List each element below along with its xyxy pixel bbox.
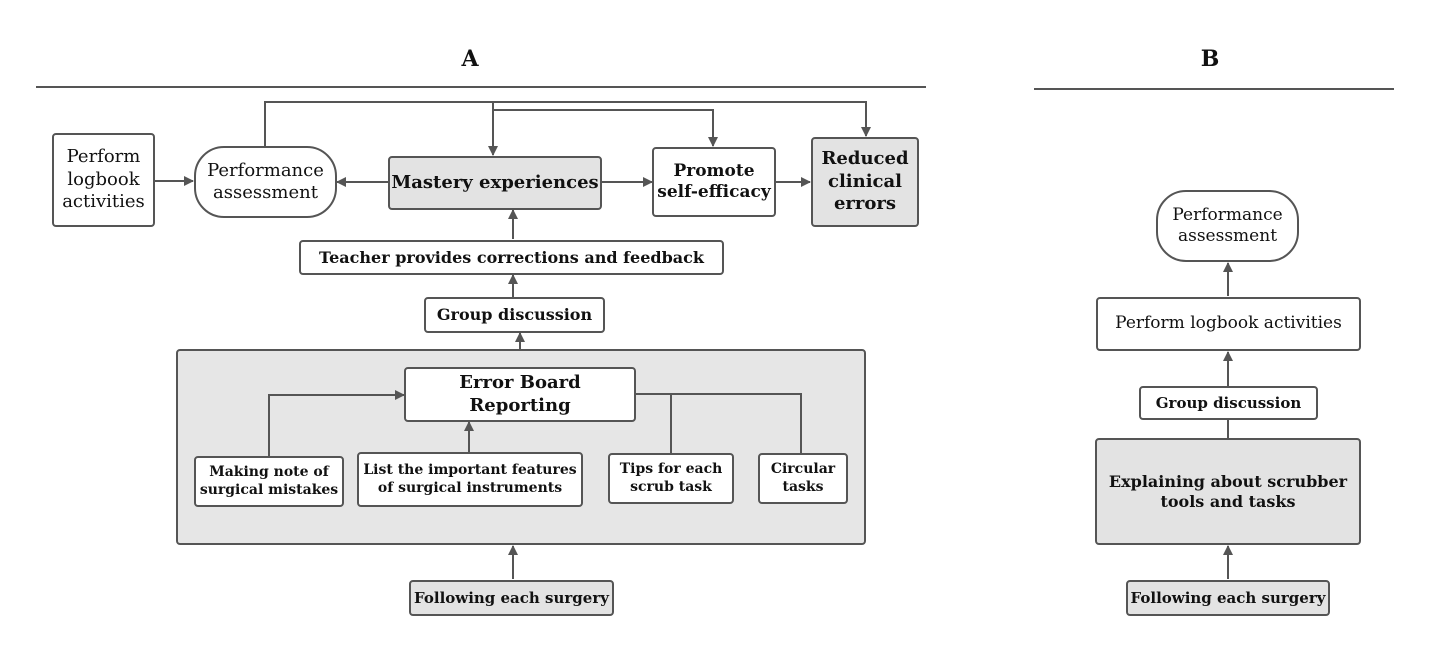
circular-tasks-box: Circular tasks [758,453,848,504]
perform-logbook-box: Perform logbook activities [52,133,155,227]
panel-b-label: B [1200,46,1220,72]
panel-a-rule [36,86,926,88]
performance-assessment-box-b: Performance assessment [1156,190,1299,262]
panel-b-rule [1034,88,1394,90]
group-discussion-box-b: Group discussion [1139,386,1318,420]
mastery-experiences-box: Mastery experiences [388,156,602,210]
panel-a-label: A [461,46,479,72]
teacher-feedback-box: Teacher provides corrections and feedbac… [299,240,724,275]
promote-self-efficacy-box: Promote self-efficacy [652,147,776,217]
following-surgery-box-a: Following each surgery [409,580,614,616]
loop-line-top [264,101,871,147]
loop-to-efficacy [493,109,718,147]
making-note-box: Making note of surgical mistakes [194,456,344,507]
explaining-box: Explaining about scrubber tools and task… [1095,438,1361,545]
performance-assessment-box: Performance assessment [194,146,337,218]
group-discussion-box: Group discussion [424,297,605,333]
tips-scrub-box: Tips for each scrub task [608,453,734,504]
following-surgery-box-b: Following each surgery [1126,580,1330,616]
list-features-box: List the important features of surgical … [357,452,583,507]
perform-logbook-box-b: Perform logbook activities [1096,297,1361,351]
reduced-clinical-errors-box: Reduced clinical errors [811,137,919,227]
error-board-reporting-box: Error Board Reporting [404,367,636,422]
